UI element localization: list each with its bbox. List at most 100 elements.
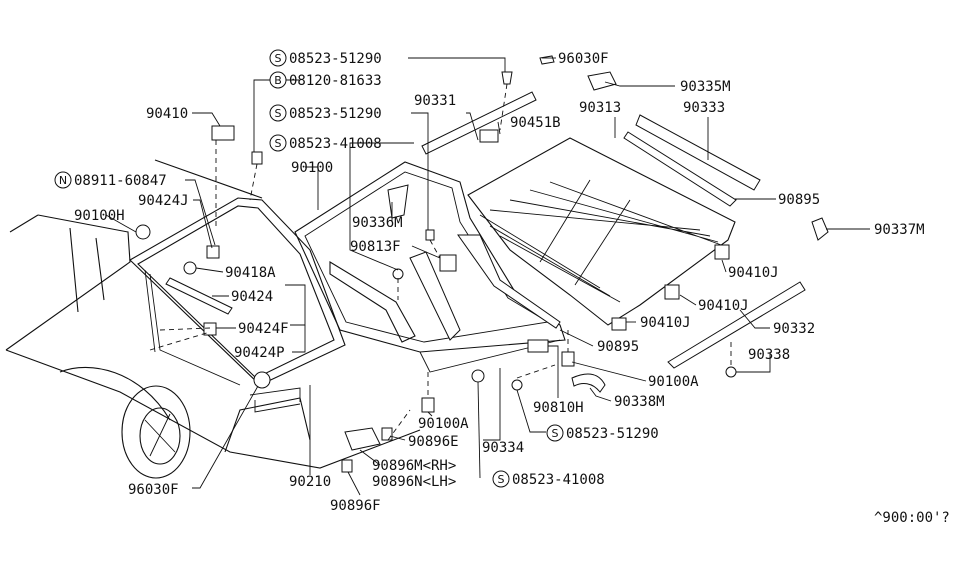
label-90424J: 90424J [138,193,189,209]
molding-90895-b [457,234,561,329]
clip-90896E [381,427,393,441]
label-90336M: 90336M [352,215,403,231]
stopper-90100A-b [421,397,435,413]
label-90418A: 90418A [225,265,276,281]
label-s5-code: 08523-41008 [512,472,605,488]
hinge-90410 [211,125,235,141]
label-n1-code: 08911-60847 [74,173,167,189]
label-90896N: 90896N<LH> [372,474,456,490]
label-90895-a: 90895 [778,192,820,208]
label-90333: 90333 [683,100,725,116]
label-90334: 90334 [482,440,524,456]
label-96030F-top: 96030F [558,51,609,67]
svg-text:N: N [59,174,67,187]
part-96030F-top [539,55,555,65]
part-90813F [439,254,457,272]
label-90451B: 90451B [510,115,561,131]
label-s4-code: 08523-51290 [566,426,659,442]
screw-s2 [425,229,435,241]
part-labels: 08523-51290 08120-81633 90410 08523-5129… [74,51,950,526]
label-s1-code: 08523-51290 [289,51,382,67]
label-90410J-a: 90410J [728,265,779,281]
footer-code: ^900:00'? [874,510,950,526]
molding-90334 [409,251,461,341]
label-90410J-c: 90410J [640,315,691,331]
molding-90333 [635,114,761,191]
label-90810H: 90810H [533,400,584,416]
label-90896M: 90896M<RH> [372,458,456,474]
bracket-90810H [527,339,549,353]
screw-s3 [392,268,404,280]
clip-90896F [341,459,353,473]
stopper-96030F-bot [253,371,271,389]
svg-text:S: S [275,52,282,65]
ball-stud-90418A [183,261,197,275]
stay-90424 [165,277,233,315]
label-90424F: 90424F [238,321,289,337]
clip-90451B [479,129,499,143]
stopper-90100A-a [561,351,575,367]
label-90210: 90210 [289,474,331,490]
label-90813F: 90813F [350,239,401,255]
label-90313: 90313 [579,100,621,116]
label-90410: 90410 [146,106,188,122]
leader-lines [105,57,870,496]
label-90331: 90331 [414,93,456,109]
label-90100A-a: 90100A [648,374,699,390]
part-90335M [587,71,617,91]
moldings [387,71,829,393]
label-90895-b: 90895 [597,339,639,355]
svg-text:S: S [498,473,505,486]
screw-symbol-s1 [269,49,287,67]
screw-s4 [511,379,523,391]
clip-90410J-b [664,284,680,300]
label-90338M: 90338M [614,394,665,410]
clip-90410J-c [611,317,627,331]
label-90896F: 90896F [330,498,381,514]
part-90338M [571,373,606,393]
bolt-08120 [251,151,263,165]
symbol-markers: S B S S N S S [54,49,564,488]
screw-symbol-s2 [269,104,287,122]
bracket-90424J [206,245,220,259]
label-90335M: 90335M [680,79,731,95]
screw-top [501,71,513,85]
clip-90338 [725,366,737,378]
small-parts [135,55,737,473]
part-90337M [811,217,829,241]
screw-symbol-s3 [269,134,287,152]
label-90337M: 90337M [874,222,925,238]
bolt-symbol-b1 [269,71,287,89]
molding-90331 [421,91,537,155]
part-90336M [387,184,409,219]
label-90100: 90100 [291,160,333,176]
bracket-90896MN [344,427,381,451]
svg-text:B: B [274,74,282,87]
molding-90895-a [623,131,737,207]
glass-90313 [467,137,736,326]
label-s2-code: 08523-51290 [289,106,382,122]
stopper-90100H [135,224,151,240]
label-90410J-b: 90410J [698,298,749,314]
clip-90410J-a [714,244,730,260]
screw-s5 [471,369,485,383]
nut-symbol-n1 [54,171,72,189]
label-90100H: 90100H [74,208,125,224]
screw-symbol-s5 [492,470,510,488]
label-b1-code: 08120-81633 [289,73,382,89]
svg-text:S: S [552,427,559,440]
label-90424P: 90424P [234,345,285,361]
svg-text:S: S [275,137,282,150]
screw-symbol-s4 [546,424,564,442]
clip-90424F [203,322,217,336]
label-90338: 90338 [748,347,790,363]
label-90896E: 90896E [408,434,459,450]
molding-90332 [667,281,806,369]
label-90100A-b: 90100A [418,416,469,432]
label-96030F-bot: 96030F [128,482,179,498]
label-90332: 90332 [773,321,815,337]
car-body-outline [5,159,421,479]
label-s3-code: 08523-41008 [289,136,382,152]
label-90424: 90424 [231,289,273,305]
